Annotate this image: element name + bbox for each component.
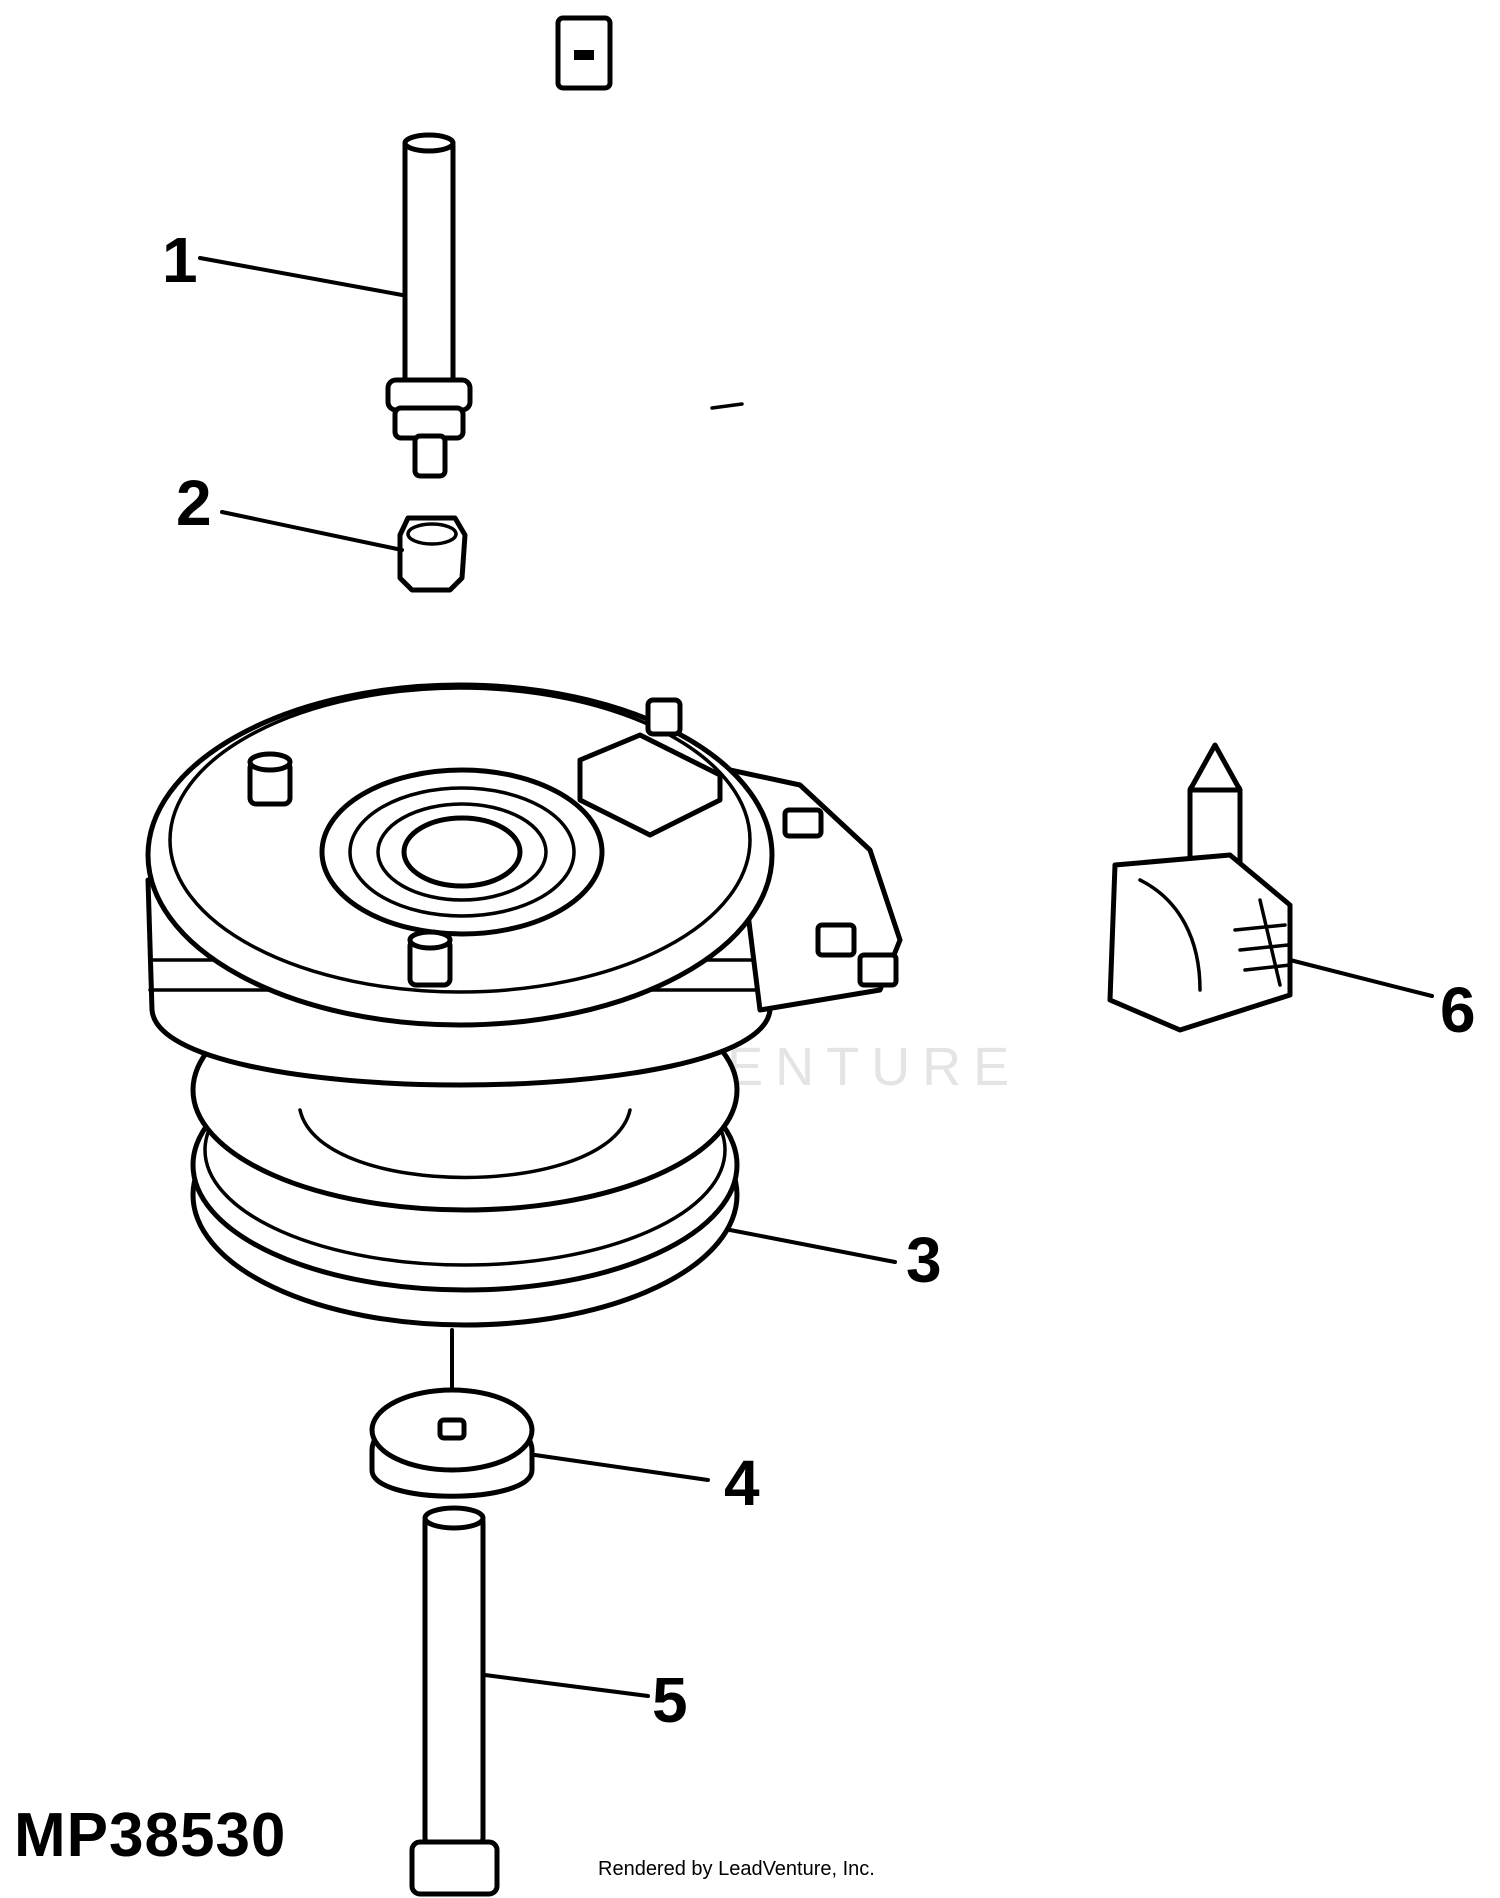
part-3-clutch [145, 15, 903, 1328]
part-5-bolt [409, 1505, 500, 1897]
leader-3 [728, 1228, 897, 1264]
callout-1: 1 [162, 224, 198, 296]
callout-2: 2 [176, 467, 212, 539]
callout-6: 6 [1440, 974, 1476, 1046]
leader-4 [533, 1453, 710, 1482]
leader-2 [220, 510, 404, 552]
leader-6 [1288, 958, 1434, 998]
part-6-clip [1107, 742, 1293, 1033]
part-2-nut [397, 515, 468, 593]
leader-5 [483, 1673, 650, 1698]
callout-3: 3 [906, 1224, 942, 1296]
figure-id: MP38530 [14, 1801, 287, 1870]
part-1-bolt [385, 132, 473, 479]
leader-1 [198, 256, 404, 297]
part-4-washer [369, 1328, 535, 1499]
render-credit: Rendered by LeadVenture, Inc. [598, 1858, 875, 1880]
callout-4: 4 [724, 1447, 760, 1519]
callout-5: 5 [652, 1664, 688, 1736]
